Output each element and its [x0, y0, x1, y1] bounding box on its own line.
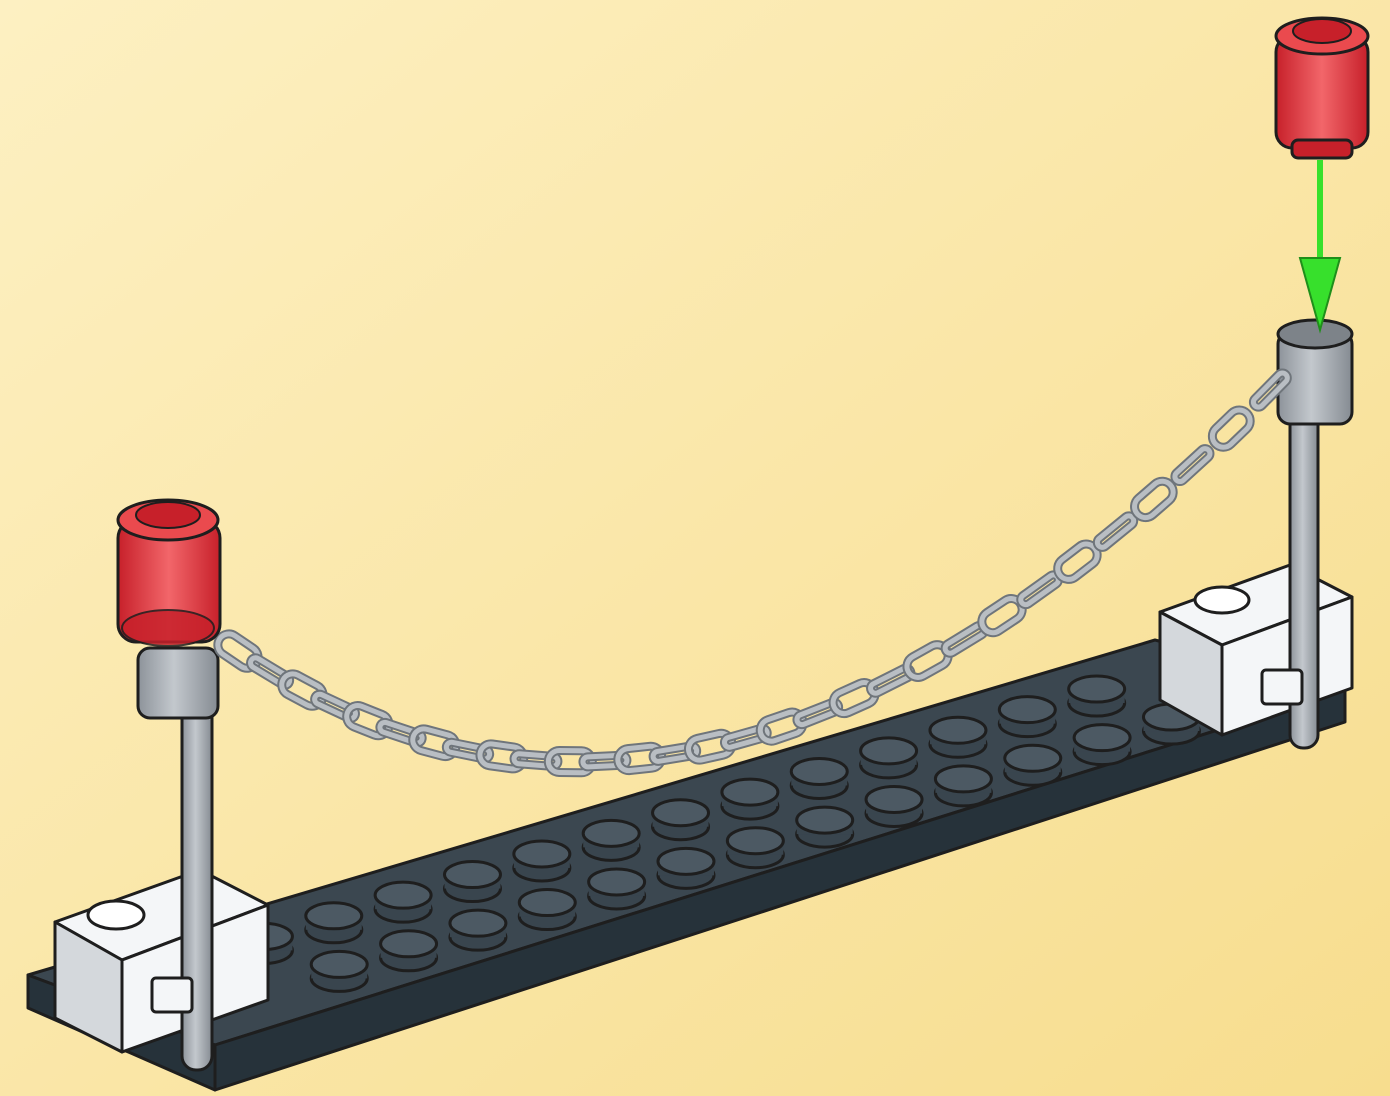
plate-stud	[581, 818, 641, 862]
chain-link	[1170, 444, 1215, 487]
plate-stud	[1003, 743, 1063, 787]
chain-link	[277, 669, 328, 711]
arrow-down	[1298, 160, 1342, 334]
round-cap-left	[116, 498, 222, 647]
chain	[213, 368, 1292, 778]
plate-stud	[517, 888, 577, 932]
plate-stud	[1067, 674, 1127, 718]
chain-link	[792, 697, 844, 730]
plate-stud	[928, 715, 988, 759]
plate-stud	[656, 846, 716, 890]
plate-stud	[789, 756, 849, 800]
plate-stud	[859, 736, 919, 780]
plate-stud	[373, 880, 433, 924]
chain-link	[1248, 368, 1292, 412]
round-cap-right-bottom	[1290, 138, 1354, 160]
chain-link	[213, 629, 263, 673]
post-left-clip	[150, 976, 194, 1014]
post-left-shaft	[180, 698, 214, 1072]
chain-link	[441, 737, 495, 764]
chain-link	[719, 723, 772, 752]
white-brick-left-stud	[86, 899, 146, 931]
chain-link	[755, 707, 808, 746]
chain-link	[648, 741, 702, 766]
plate-stud	[725, 826, 785, 870]
white-brick-right-stud	[1193, 585, 1251, 615]
post-right-clip	[1260, 668, 1304, 706]
plate-stud	[795, 805, 855, 849]
plate-stud	[442, 860, 502, 904]
chain-link	[683, 728, 737, 765]
chain-link	[1130, 476, 1178, 523]
plate-stud	[1072, 723, 1132, 767]
plate-stud	[933, 764, 993, 808]
chain-link	[543, 745, 597, 778]
post-left-collar	[136, 646, 220, 720]
base-plate-front	[213, 688, 1347, 1092]
chain-link	[246, 653, 295, 690]
post-left	[136, 646, 220, 1072]
post-right-collar-top	[1276, 318, 1354, 350]
plate-stud	[309, 949, 369, 993]
chain-link	[310, 689, 360, 724]
round-cap-left-base	[121, 609, 215, 647]
plate-stud	[448, 908, 508, 952]
plate-stud	[304, 901, 364, 945]
arrow-head	[1298, 257, 1342, 334]
round-cap-right-top	[1292, 18, 1352, 44]
chain-link	[578, 750, 632, 772]
plate-stud	[587, 867, 647, 911]
round-cap-left-top	[135, 501, 201, 529]
chain-link	[1053, 539, 1102, 584]
plate-stud	[720, 777, 780, 821]
plate-stud	[512, 839, 572, 883]
chain-link	[1092, 511, 1139, 552]
chain-link	[342, 701, 394, 741]
plate-stud	[379, 929, 439, 973]
plate-stud	[651, 798, 711, 842]
plate-stud	[997, 695, 1057, 739]
chain-link	[375, 717, 427, 748]
round-cap-right-floating	[1274, 16, 1370, 160]
chain-link	[1207, 405, 1255, 452]
plate-stud	[864, 784, 924, 828]
chain-link	[475, 739, 529, 774]
chain-link	[613, 741, 667, 776]
chain-link	[509, 749, 563, 771]
chain-link	[408, 724, 461, 762]
post-right	[1260, 318, 1354, 750]
